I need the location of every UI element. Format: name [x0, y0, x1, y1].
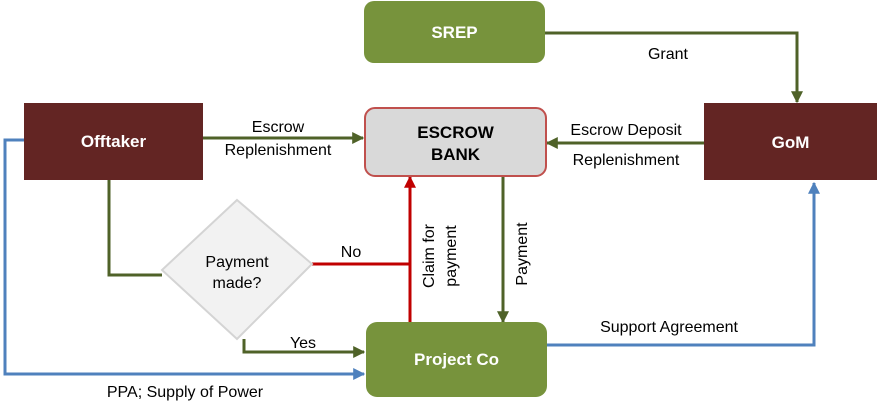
no-label: No — [341, 244, 362, 261]
grant-arrow — [545, 31, 803, 104]
escrow-bank-node: ESCROW BANK — [364, 107, 547, 177]
offtaker-to-decision-line — [107, 180, 162, 277]
replenishment-label: Replenishment — [573, 152, 680, 169]
support-agreement-label: Support Agreement — [600, 319, 738, 336]
escrow-bank-label-line1: ESCROW — [417, 123, 494, 142]
escrow-replenishment-label-line2: Replenishment — [225, 142, 332, 159]
gom-label: GoM — [772, 133, 810, 152]
ppa-label: PPA; Supply of Power — [107, 384, 264, 401]
payment-label: Payment — [514, 222, 531, 286]
escrow-replenishment-label-line1: Escrow — [252, 119, 305, 136]
claim-for-payment-label-line2: payment — [443, 225, 460, 287]
claim-for-payment-label-line1: Claim for — [421, 223, 438, 288]
escrow-bank-label-line2: BANK — [431, 145, 481, 164]
grant-label: Grant — [648, 46, 689, 63]
yes-label: Yes — [290, 335, 316, 352]
srep-label: SREP — [431, 23, 477, 42]
srep-node: SREP — [364, 1, 545, 63]
decision-label-line1: Payment — [205, 254, 269, 271]
decision-label-line2: made? — [213, 275, 262, 292]
offtaker-label: Offtaker — [81, 132, 147, 151]
offtaker-node: Offtaker — [24, 103, 203, 180]
support-agreement-arrow — [536, 181, 820, 351]
payment-made-decision: Payment made? — [160, 198, 314, 341]
gom-node: GoM — [704, 103, 877, 180]
project-co-label: Project Co — [414, 350, 499, 369]
escrow-deposit-label: Escrow Deposit — [570, 122, 682, 139]
ppa-arrow — [3, 134, 366, 380]
project-co-node: Project Co — [366, 322, 547, 397]
